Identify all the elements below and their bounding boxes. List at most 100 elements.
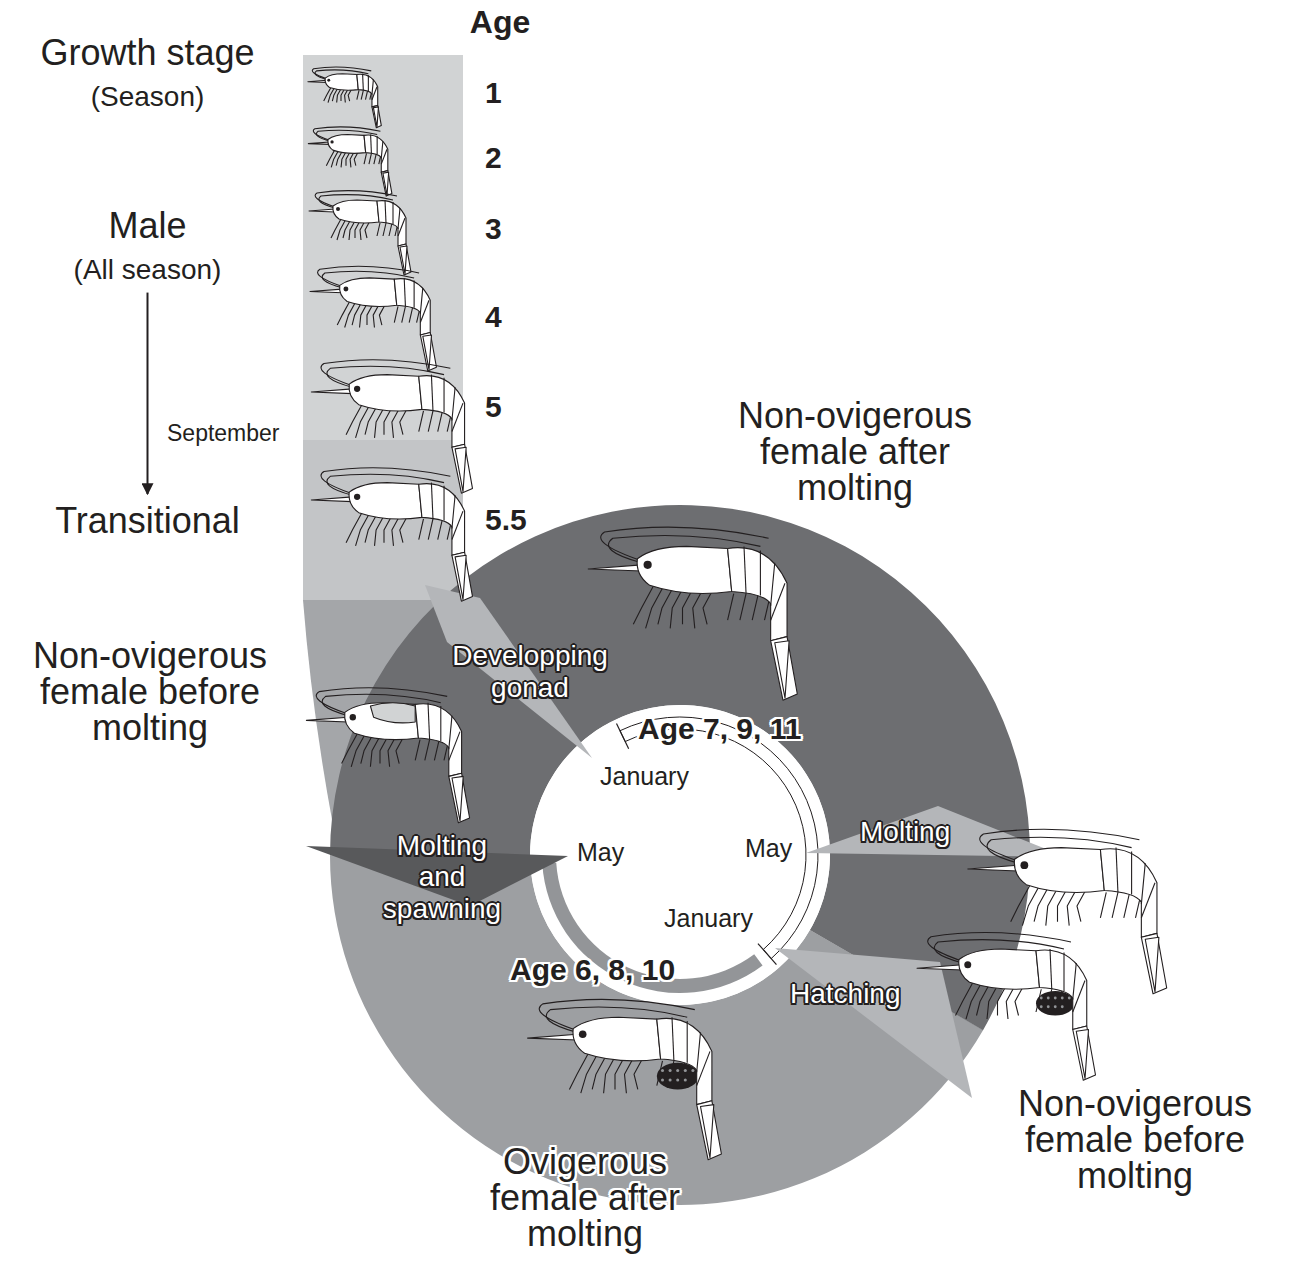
leg	[392, 405, 401, 438]
egg	[684, 1078, 687, 1081]
egg	[1054, 997, 1057, 1000]
leg	[367, 301, 374, 325]
antenna	[934, 940, 1064, 963]
pleopod	[668, 1061, 674, 1086]
segment-line	[404, 278, 405, 307]
segment-line	[414, 280, 415, 307]
rostrum	[308, 142, 329, 144]
carapace	[349, 483, 422, 519]
leg	[388, 733, 398, 767]
carapace	[325, 74, 358, 91]
stage-caption: Non-ovigerous female before molting	[0, 638, 300, 746]
rostrum	[917, 965, 963, 970]
pleopod	[365, 90, 367, 99]
age-label: 5.5	[485, 505, 527, 535]
tail-fan	[373, 107, 378, 127]
leg	[987, 982, 999, 1019]
antenna	[321, 468, 450, 494]
leg	[646, 585, 664, 628]
leg	[375, 513, 386, 546]
shrimp-figure	[306, 688, 469, 823]
leg	[356, 405, 370, 438]
rostrum	[310, 289, 342, 293]
pleopod	[1068, 989, 1073, 1012]
tail-fan	[381, 171, 392, 196]
pleopod	[438, 411, 443, 432]
pleopod	[691, 1061, 697, 1086]
tail-fan	[452, 444, 473, 493]
age-label: Age 6, 8, 10	[510, 955, 675, 985]
stage-caption: Molting and spawning	[380, 830, 504, 924]
leg	[625, 1053, 636, 1093]
shrimp-figure	[308, 67, 381, 128]
gonad	[370, 703, 415, 723]
antenna	[928, 933, 1071, 962]
pleopod	[1047, 989, 1052, 1012]
segment-line	[452, 495, 455, 528]
tail-fan	[697, 1101, 722, 1160]
pleopod	[728, 594, 734, 621]
leg	[345, 301, 356, 327]
segment-line	[687, 1021, 688, 1063]
antenna	[321, 360, 450, 386]
age-label: Age	[455, 6, 545, 38]
eye	[1020, 861, 1028, 869]
age-label: 5	[485, 392, 502, 422]
antenna	[987, 837, 1132, 863]
rostrum	[968, 865, 1019, 871]
rostrum	[306, 717, 348, 722]
leg	[633, 585, 654, 624]
leg	[345, 87, 349, 102]
abdomen	[419, 484, 465, 556]
pleopod	[1124, 892, 1130, 917]
stage-arrow	[147, 293, 149, 494]
leg	[361, 733, 374, 763]
leg	[336, 150, 343, 166]
segment-line	[771, 583, 785, 620]
eye	[330, 140, 333, 143]
pleopod	[379, 153, 381, 164]
pleopod	[428, 519, 433, 540]
leg	[351, 733, 365, 767]
leg	[375, 405, 386, 438]
segment-line	[385, 200, 386, 223]
egg	[676, 1078, 679, 1081]
pleopod	[377, 223, 380, 236]
leg	[384, 405, 393, 435]
segment-line	[452, 511, 463, 539]
leg	[604, 1053, 617, 1093]
eye	[343, 287, 348, 292]
abdomen	[1100, 849, 1157, 938]
leg	[343, 219, 351, 238]
antenna	[316, 130, 377, 141]
segment-line	[452, 403, 463, 431]
pleopod	[680, 1061, 686, 1086]
segment-line	[381, 141, 383, 158]
segment-line	[362, 74, 364, 91]
leg	[352, 301, 362, 325]
tail-fan	[452, 776, 463, 821]
eye	[336, 207, 340, 211]
abdomen	[415, 704, 461, 777]
leg	[396, 733, 406, 763]
pleopod	[361, 90, 363, 99]
pleopod	[357, 90, 359, 99]
segment-line	[760, 551, 761, 596]
leg	[1058, 885, 1070, 922]
leg	[380, 733, 390, 763]
leg	[337, 87, 342, 102]
carapace	[959, 949, 1040, 989]
leg	[346, 405, 362, 435]
segment-line	[372, 80, 373, 95]
segment-line	[398, 208, 400, 229]
age-label: Age 7, 9, 11	[638, 714, 801, 744]
egg	[661, 1078, 664, 1081]
tail-fan	[420, 332, 436, 370]
segment-line	[672, 1017, 674, 1061]
rostrum	[528, 1034, 577, 1040]
egg	[1061, 997, 1064, 1000]
leg	[360, 219, 366, 240]
leg	[592, 1053, 607, 1089]
odd-age-arc	[620, 717, 818, 959]
